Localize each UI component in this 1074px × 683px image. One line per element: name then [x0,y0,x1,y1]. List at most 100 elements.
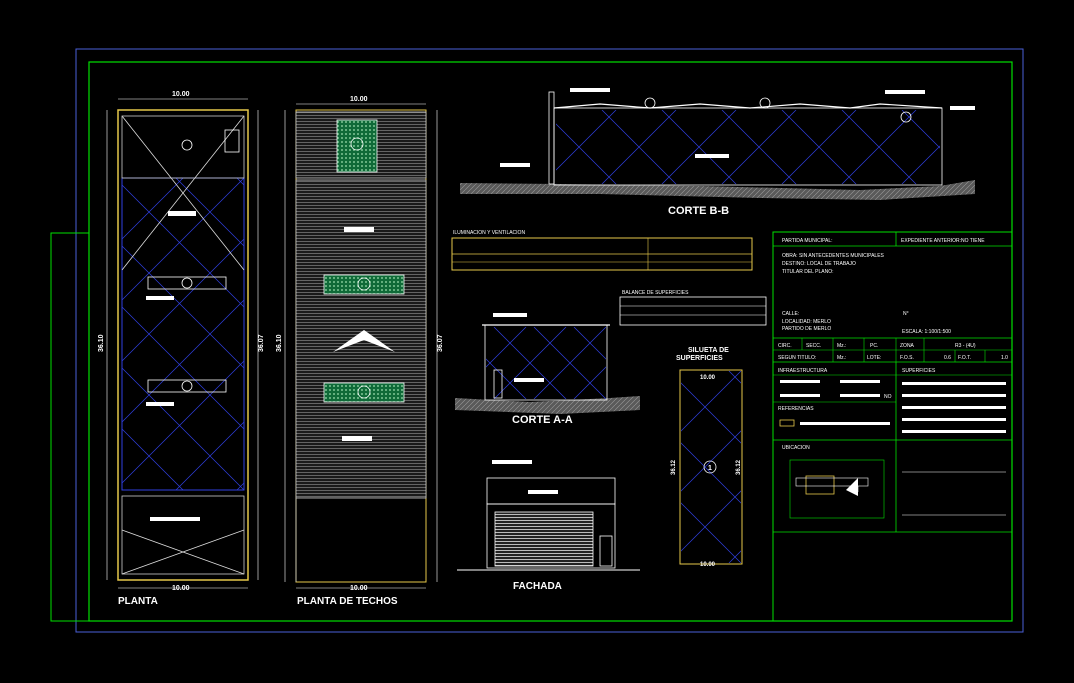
hatch-line [542,178,854,490]
planta-dim-bottom: 10.00 [172,585,190,592]
planta-label-bar [150,517,200,521]
hatch-line [909,371,1074,563]
tb-partido: PARTIDO DE MERLO [782,326,831,332]
planta-label-bar [146,296,174,300]
fachada-title: FACHADA [513,581,562,592]
iluminacion-table: ILUMINACION Y VENTILACION [451,230,753,271]
tb-referencias: REFERENCIAS [778,406,814,412]
hatch-line [614,327,686,399]
fachada-wall [486,503,616,569]
silueta-dim-left: 36.12 [671,459,677,475]
tb-lote: LOTE: [867,355,881,361]
hatch-line [122,360,244,484]
tb-ubicacion: UBICACION [782,445,810,451]
techos-label-bar [342,436,372,441]
hatch-line [122,367,244,490]
tb-partida: PARTIDA MUNICIPAL: [782,238,833,244]
fan-icon [900,111,912,123]
silueta-lot [679,369,743,565]
iluminacion-title: ILUMINACION Y VENTILACION [453,230,525,236]
hatch-line [175,178,244,247]
hatch-line [122,178,123,179]
planta-label-bar [146,402,174,406]
planta-dim-top: 10.00 [172,91,190,98]
techos-title: PLANTA DE TECHOS [297,596,398,607]
hatch-line [175,421,244,490]
ground-hatch [460,180,975,200]
planta-outline [117,109,249,581]
roof-slope-arrow [333,330,395,352]
planta-front-room [121,495,245,575]
tb-fot-val: 1.0 [1001,355,1008,361]
hatch-line [486,327,527,368]
planta-techos-view: 10.00 10.00 36.10 36.07 PLANTA DE TECHOS [276,96,444,607]
techos-dim-right: 36.07 [437,334,444,352]
skylight-low [323,382,405,403]
tb-data-bar [800,422,890,425]
fachada-label-bar [528,490,558,494]
silueta-cross-hatch [681,371,1074,563]
hatch-line [681,490,741,552]
planta-top-room [121,115,245,179]
tb-escala: ESCALA: 1:100/1:500 [902,329,951,335]
hatch-line [481,178,793,490]
silueta-dim-top: 10.00 [700,375,716,381]
fan-icon [350,137,364,151]
silueta-marker-circle [703,460,717,474]
hatch-line [781,110,857,184]
ground-hatch [455,396,640,414]
planta-cross-hatch [122,178,854,490]
tb-data-bar [902,430,1006,433]
location-lot [805,475,835,495]
tb-pc: PC. [870,343,878,349]
hatch-line [962,110,1036,184]
rolling-shutter [494,511,594,567]
tb-superficies: SUPERFICIES [902,368,936,374]
tb-north: N [853,485,859,494]
planta-bath [224,129,240,153]
corte-bb-label-bar [695,154,729,158]
tb-data-bar [840,380,880,383]
tb-data-bar [780,380,820,383]
location-street [795,477,869,487]
hatch-line [122,489,123,490]
fachada-label-bar [492,460,532,464]
hatch-line [681,382,741,444]
hatch-line [601,110,677,184]
fan-icon [759,97,771,109]
tb-fos: F.O.S. [900,355,914,361]
hatch-line [533,327,606,399]
tb-ref-swatch [779,419,795,427]
corte-aa-label-bar [514,378,544,382]
corte-bb-roof [553,103,943,109]
location-block [789,459,885,519]
fan-icon [181,139,193,151]
silueta-dim-bottom: 10.00 [700,562,716,568]
title-block: PARTIDA MUNICIPAL: EXPEDIENTE ANTERIOR:N… [772,231,1013,622]
hatch-line [122,178,184,240]
door [493,369,503,399]
hatch-line [122,299,244,423]
fan-icon [181,380,193,392]
planta-front-diag-b [121,529,245,575]
hatch-line [420,178,732,490]
tb-expediente: EXPEDIENTE ANTERIOR:NO TIENE [901,238,985,244]
hatch-line [661,110,737,184]
silueta-view: SILUETA DE SUPERFICIES 1 10.00 10.00 36.… [671,347,1074,568]
hatch-line [122,428,184,490]
silueta-title-2: SUPERFICIES [676,355,723,362]
skylight-top [336,119,378,173]
silueta-title-1: SILUETA DE [688,347,729,354]
corte-bb-label-bar [500,163,530,167]
hatch-line [614,327,686,399]
corte-bb-cross-hatch [556,110,1036,184]
hatch-line [962,110,1036,184]
fan-icon [357,385,371,399]
corte-bb-label-bar [950,106,975,110]
tb-destino: DESTINO: LOCAL DE TRABAJO [782,261,856,267]
silueta-marker: 1 [708,465,712,472]
hatch-line [122,178,244,301]
tb-data-bar [902,406,1006,409]
tb-data-bar [902,418,1006,421]
planta-fixture-1 [147,276,227,290]
